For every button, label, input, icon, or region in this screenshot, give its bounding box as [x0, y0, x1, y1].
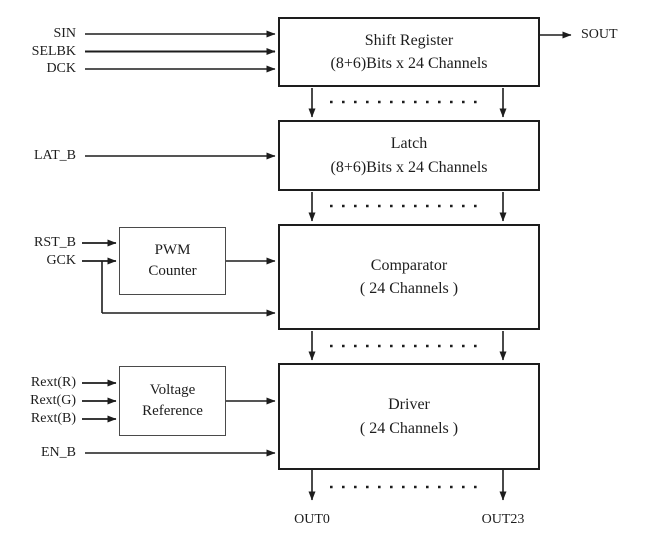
signal-label-sout: SOUT: [581, 27, 618, 42]
voltage-reference-line2: Reference: [142, 403, 203, 419]
latch-subtitle: (8+6)Bits x 24 Channels: [330, 158, 488, 176]
signal-label-rext-g: Rext(G): [30, 393, 76, 408]
signal-label-lat-b: LAT_B: [34, 148, 76, 163]
signal-label-gck: GCK: [46, 253, 76, 268]
latch-block: Latch (8+6)Bits x 24 Channels: [278, 120, 540, 191]
comparator-subtitle: ( 24 Channels ): [359, 280, 459, 297]
shift-register-block: Shift Register (8+6)Bits x 24 Channels: [278, 17, 540, 87]
driver-title: Driver: [388, 396, 430, 414]
pwm-counter-line2: Counter: [148, 263, 197, 279]
signal-label-sin: SIN: [53, 26, 76, 41]
signal-label-rext-r: Rext(R): [30, 375, 76, 390]
driver-block: Driver ( 24 Channels ): [278, 363, 540, 470]
signal-label-en-b: EN_B: [41, 445, 76, 460]
signal-label-out23: OUT23: [481, 512, 525, 527]
voltage-reference-block: Voltage Reference: [119, 366, 226, 436]
signal-label-dck: DCK: [46, 61, 76, 76]
latch-title: Latch: [390, 135, 428, 153]
signal-label-selbk: SELBK: [31, 44, 76, 59]
signal-label-out0: OUT0: [294, 512, 330, 527]
voltage-reference-line1: Voltage: [149, 382, 196, 398]
comparator-title: Comparator: [370, 256, 448, 274]
driver-subtitle: ( 24 Channels ): [359, 419, 459, 437]
pwm-counter-block: PWM Counter: [119, 227, 226, 295]
comparator-block: Comparator ( 24 Channels ): [278, 224, 540, 330]
shift-register-subtitle: (8+6)Bits x 24 Channels: [330, 55, 488, 72]
signal-label-rext-b: Rext(B): [30, 411, 76, 426]
signal-label-rst-b: RST_B: [33, 235, 76, 250]
pwm-counter-line1: PWM: [154, 242, 191, 258]
shift-register-title: Shift Register: [364, 31, 454, 49]
